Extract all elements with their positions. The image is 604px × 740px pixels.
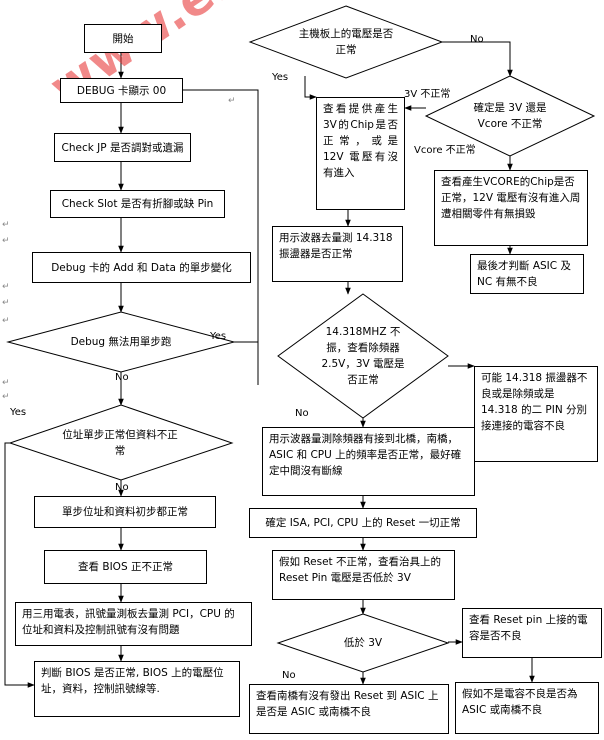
paragraph-mark: ↵ xyxy=(2,378,10,388)
node-meter-measure: 用三用電表，訊號量測板去量測 PCI，CPU 的位址和資料及控制訊號有沒有問題 xyxy=(15,602,252,646)
label-no-mb: No xyxy=(470,34,484,45)
node-check-reset-cap: 查看 Reset pin 上接的電容是否不良 xyxy=(462,608,602,658)
decision-cannot-step xyxy=(6,311,236,373)
node-asic-nc: 最後才判斷 ASIC 及 NC 有無不良 xyxy=(470,254,584,294)
node-osc-not-oscillating: 14.318MHZ 不振，查看除頻器 2.5V，3V 電壓是否正常 xyxy=(321,326,405,386)
paragraph-mark: ↵ xyxy=(2,392,10,402)
paragraph-mark: ↵ xyxy=(228,96,236,106)
paragraph-mark: ↵ xyxy=(2,220,10,230)
node-scope-divider: 用示波器量測除頻器有接到北橋，南橋，ASIC 和 CPU 上的頻率是否正常，最好… xyxy=(262,427,475,496)
node-check-vcore-chip: 查看產生VCORE的Chip是否正常，12V 電壓有沒有進入周遭相關零件有無損毀 xyxy=(434,170,588,246)
node-step-ok: 單步位址和資料初步都正常 xyxy=(34,496,216,528)
label-no-below: No xyxy=(282,670,296,681)
node-reset-ok: 確定 ISA, PCI, CPU 上的 Reset 一切正常 xyxy=(249,508,477,538)
label-no-cannot-step: No xyxy=(115,372,129,383)
label-yes-addr: Yes xyxy=(10,407,27,418)
decision-mb-voltage xyxy=(248,5,444,79)
label-3v-abnormal: 3V 不正常 xyxy=(404,89,451,100)
label-no-osc: No xyxy=(295,408,309,419)
node-judge-bios: 判斷 BIOS 是否正常, BIOS 上的電壓位址，資料，控制訊號線等. xyxy=(34,661,240,717)
node-addr-data: Debug 卡的 Add 和 Data 的單步變化 xyxy=(32,252,251,283)
node-reset-abnormal: 假如 Reset 不正常，查看治具上的 Reset Pin 電壓是否低於 3V xyxy=(272,550,455,600)
paragraph-mark: ↵ xyxy=(2,316,10,326)
label-vcore-abnormal: Vcore 不正常 xyxy=(414,145,476,156)
paragraph-mark: ↵ xyxy=(2,236,10,246)
node-check-southbridge: 查看南橋有沒有發出 Reset 到 ASIC 上是否是 ASIC 或南橋不良 xyxy=(249,684,449,734)
paragraph-mark: ↵ xyxy=(2,282,10,292)
node-addr-step-normal: 位址單步正常但資料不正常 xyxy=(62,429,178,457)
arrow-addr-yes-loop xyxy=(4,442,35,688)
node-bios-abnormal: 查看 BIOS 正不正常 xyxy=(44,550,207,584)
decision-3v-vcore xyxy=(424,75,596,157)
arrow-mb-no xyxy=(442,41,513,77)
arrow-mb-yes xyxy=(304,76,317,100)
decision-addr-step xyxy=(8,404,234,481)
node-3v-or-vcore: 確定是 3V 還是 Vcore 不正常 xyxy=(473,102,547,130)
node-mb-voltage: 主機板上的電壓是否正常 xyxy=(298,28,394,56)
node-cannot-step: Debug 無法用單步跑 xyxy=(70,336,172,348)
paragraph-mark: ↵ xyxy=(2,298,10,308)
node-cap-ok-asic: 假如不是電容不良是否為 ASIC 或南橋不良 xyxy=(455,682,599,734)
decision-below-3v xyxy=(276,613,450,673)
label-yes-cannot-step: Yes xyxy=(210,331,227,342)
node-scope-14318: 用示波器去量測 14.318 振盪器是否正常 xyxy=(272,226,403,282)
node-maybe-14318-bad: 可能 14.318 振盪器不良或是除頻或是 14.318 的二 PIN 分別接連… xyxy=(474,366,598,462)
decision-osc xyxy=(277,293,449,419)
node-start: 開始 xyxy=(84,24,162,53)
node-below-3v: 低於 3V xyxy=(343,637,383,649)
node-check-3v-chip: 查看提供產生3V的Chip是否正常，或是 12V 電壓有沒有進入 xyxy=(316,97,405,210)
label-yes-mb: Yes xyxy=(272,72,289,83)
link-debug-right xyxy=(183,89,259,385)
node-check-jp: Check JP 是否調對或遺漏 xyxy=(54,133,191,162)
node-debug-display: DEBUG 卡顯示 00 xyxy=(60,78,183,103)
label-no-addr: No xyxy=(115,482,129,493)
node-check-slot: Check Slot 是否有折腳或缺 Pin xyxy=(50,190,225,218)
